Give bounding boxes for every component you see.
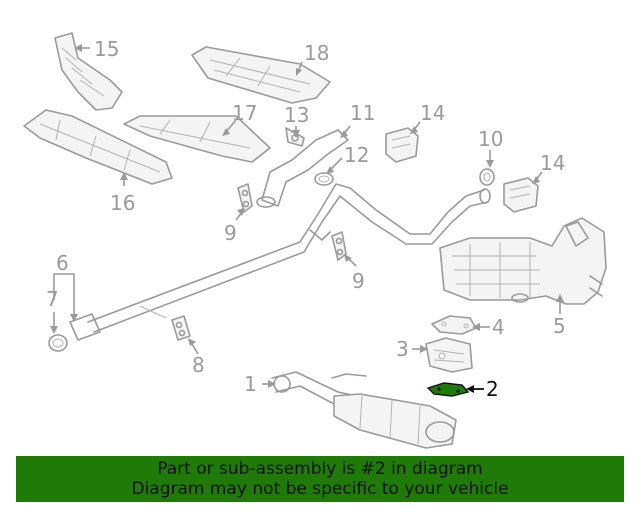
callout-11: 11 [340,101,375,138]
svg-text:2: 2 [486,377,499,401]
part-14-hanger-upper [385,127,419,163]
intermediate-pipe [69,183,491,341]
banner-line-1: Part or sub-assembly is #2 in diagram [157,459,483,479]
callout-13: 13 [284,103,309,138]
callout-16: 16 [110,172,135,215]
svg-text:12: 12 [344,143,369,167]
part-9-clamp-left [237,183,253,213]
svg-text:13: 13 [284,103,309,127]
callout-9-right: 9 [344,254,365,293]
svg-text:6: 6 [56,251,69,275]
callout-4: 4 [472,315,505,339]
callout-3: 3 [396,337,428,361]
svg-text:16: 16 [110,191,135,215]
part-10-grommet [479,168,495,186]
svg-text:1: 1 [244,372,257,396]
callout-10: 10 [478,127,503,168]
part-16-heat-shield [23,109,173,185]
svg-text:4: 4 [492,315,505,339]
part-2-gasket-highlighted [426,382,470,397]
callout-8: 8 [188,338,205,377]
part-14-hanger-lower [503,177,539,213]
svg-text:11: 11 [350,101,375,125]
svg-text:17: 17 [232,101,257,125]
callout-2-highlighted: 2 [466,377,499,401]
svg-text:8: 8 [192,353,205,377]
part-15-heat-shield [54,32,123,111]
part-8-clamp [171,315,191,341]
svg-text:10: 10 [478,127,503,151]
svg-text:14: 14 [420,101,445,125]
callout-14-lower: 14 [532,151,565,184]
callout-6: 6 [53,251,78,322]
callout-9-left: 9 [224,208,245,245]
svg-text:9: 9 [224,221,237,245]
callout-17: 17 [222,101,257,136]
callout-18: 18 [296,41,329,76]
part-11-pipe [256,129,349,208]
part-3-flange [425,337,473,373]
callout-5: 5 [553,294,566,338]
callout-7: 7 [46,287,59,334]
callout-1: 1 [244,372,276,396]
part-7-gasket [48,334,68,352]
part-18-heat-shield [191,46,331,104]
banner-line-2: Diagram may not be specific to your vehi… [131,479,509,499]
callout-12: 12 [326,143,369,174]
part-4-gasket [431,315,477,335]
svg-text:3: 3 [396,337,409,361]
info-banner: Part or sub-assembly is #2 in diagram Di… [16,456,624,502]
part-5-catalytic-converter [439,217,607,305]
exhaust-parts-diagram: 1 3 4 5 6 7 8 9 9 10 [23,32,607,449]
part-1-muffler [271,371,457,449]
callout-14-upper: 14 [410,101,445,134]
svg-text:7: 7 [46,287,59,311]
svg-text:9: 9 [352,269,365,293]
svg-text:15: 15 [94,37,119,61]
part-17-heat-shield [123,115,271,163]
part-12-gasket [314,172,334,186]
part-13-gasket [285,127,305,147]
callout-15: 15 [74,37,119,61]
svg-text:14: 14 [540,151,565,175]
part-9-clamp-right [331,231,347,261]
svg-text:18: 18 [304,41,329,65]
svg-text:5: 5 [553,314,566,338]
